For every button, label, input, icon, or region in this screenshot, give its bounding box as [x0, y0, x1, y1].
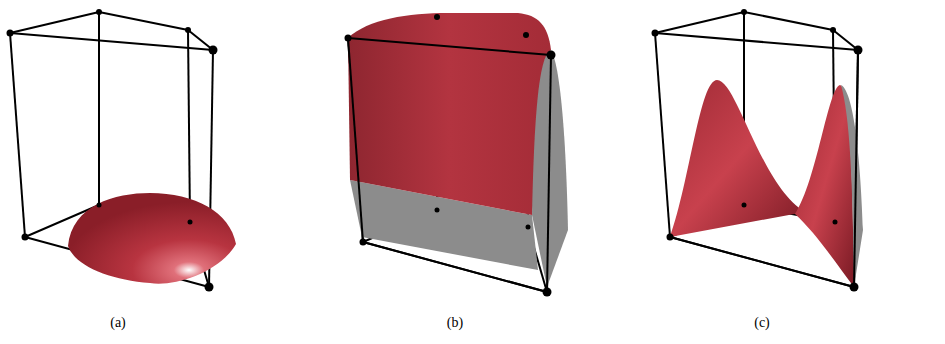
panel-label: (a) — [110, 315, 126, 331]
saddle-gray-side — [841, 85, 863, 287]
panel-label: (c) — [754, 315, 770, 331]
panel-b — [345, 13, 569, 297]
panel-label: (b) — [447, 315, 463, 331]
panel-c — [652, 9, 864, 292]
cylinder-surface — [348, 13, 551, 215]
panel-a — [7, 9, 237, 292]
saddle-right-lobe — [795, 85, 854, 287]
saddle-left-lobe — [670, 80, 805, 237]
dome-surface — [68, 193, 236, 284]
